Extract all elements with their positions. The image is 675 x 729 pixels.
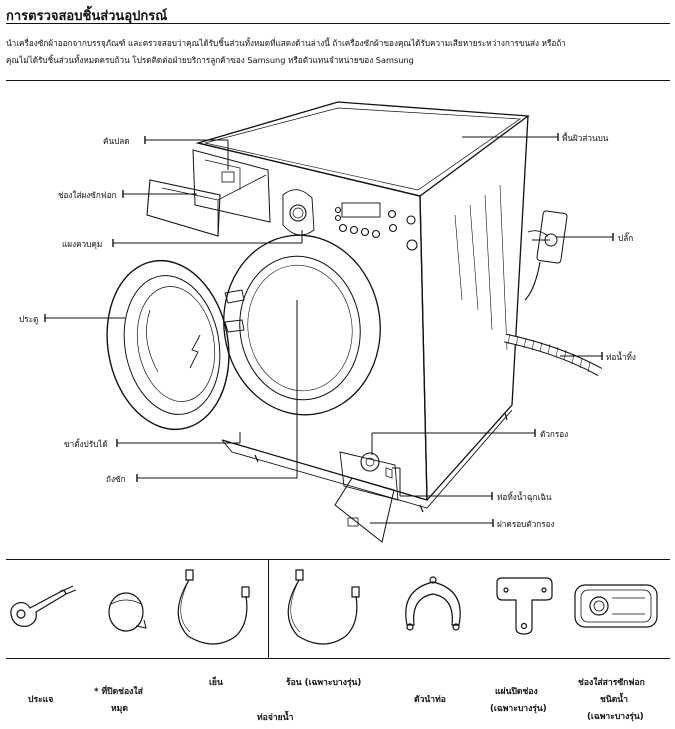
acc-liquid-label-3: (เฉพาะบางรุ่น)	[587, 712, 644, 722]
liquid-detergent-container-icon	[574, 584, 658, 628]
acc-hole-cap-label-2: หมุด	[111, 704, 128, 714]
hole-cover-plate-icon	[496, 577, 553, 635]
accessories-illustrations	[10, 569, 658, 645]
door-opening	[223, 234, 381, 416]
acc-hole-cap-label-1: * ที่ปิดช่องใส่	[94, 687, 143, 697]
intro-line-2: คุณไม่ได้รับชิ้นส่วนทั้งหมดครบถ้วน โปรดต…	[6, 55, 414, 65]
label-worktop: พื้นผิวส่วนบน	[562, 133, 609, 143]
spanner-icon	[10, 585, 77, 627]
leader-lines	[45, 136, 613, 524]
acc-liquid-label-1: ช่องใส่สารซักฟอก	[578, 678, 645, 688]
program-dial	[289, 204, 307, 222]
intro-line-1: นำเครื่องซักผ้าออกจากบรรจุภัณฑ์ และตรวจส…	[6, 38, 566, 48]
accessories-bottom-border	[6, 658, 670, 659]
accessories-divider	[268, 560, 269, 658]
intro-paragraph: นำเครื่องซักผ้าออกจากบรรจุภัณฑ์ และตรวจส…	[6, 35, 671, 69]
plug-cord	[524, 239, 550, 301]
label-release-lever: คันปลด	[103, 136, 130, 146]
page-title: การตรวจสอบชิ้นส่วนอุปกรณ์	[6, 9, 168, 24]
cold-water-hose-icon	[177, 569, 250, 645]
hole-cap-icon	[108, 592, 147, 632]
label-filter: ตัวกรอง	[540, 429, 569, 439]
acc-spanner-label: ประแจ	[28, 695, 54, 705]
acc-liquid-label-2: ชนิดน้ำ	[600, 695, 628, 705]
label-leveling-feet: ขาตั้งปรับได้	[64, 439, 108, 449]
acc-cold-hose-label: เย็น	[209, 678, 223, 688]
acc-hose-guide-label: ตัวนำท่อ	[414, 695, 446, 705]
section-divider-top	[6, 80, 670, 81]
label-filter-cover: ฝาครอบตัวกรอง	[497, 519, 555, 529]
label-drum: ถังซัก	[106, 474, 126, 484]
label-control-panel: แผงควบคุม	[62, 239, 103, 249]
label-door: ประตู	[19, 314, 39, 324]
filter-cover-shape	[334, 477, 395, 543]
acc-cover-label-2: (เฉพาะบางรุ่น)	[490, 704, 547, 714]
door-shape	[106, 259, 230, 431]
label-drain-hose: ท่อน้ำทิ้ง	[606, 352, 636, 362]
title-underline	[6, 23, 670, 24]
side-panel-shape	[419, 115, 529, 501]
hot-water-hose-icon	[287, 569, 360, 645]
label-emergency-drain: ท่อทิ้งน้ำฉุกเฉิน	[497, 492, 552, 502]
acc-hot-hose-label: ร้อน (เฉพาะบางรุ่น)	[286, 678, 362, 688]
label-plug: ปลั๊ก	[618, 233, 634, 243]
acc-cover-label-1: แผ่นปิดช่อง	[495, 687, 538, 697]
drawer-housing	[192, 149, 271, 223]
accessories-top-border	[6, 559, 670, 560]
plug-socket-shape	[536, 210, 568, 264]
hose-guide-icon	[405, 576, 461, 631]
acc-water-hose-label: ท่อจ่ายน้ำ	[257, 713, 294, 723]
filter-housing	[339, 451, 399, 501]
drum-shape	[239, 255, 361, 401]
washing-machine-diagram	[44, 101, 614, 543]
filter-shape	[360, 452, 380, 472]
label-detergent-drawer: ช่องใส่ผงซักฟอก	[58, 190, 117, 200]
display-panel	[341, 202, 381, 218]
